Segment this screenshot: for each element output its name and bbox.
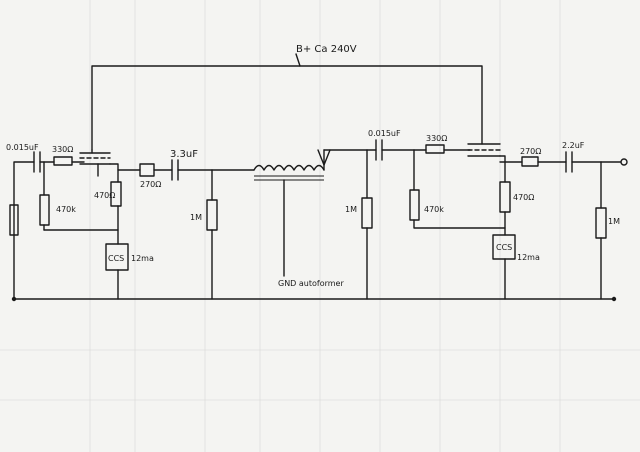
ccs2-current: 12ma (517, 253, 540, 262)
r-cath2-label: 470Ω (513, 193, 534, 202)
leak-resistor-1 (39, 194, 50, 226)
ground-rail (11, 296, 617, 302)
supply-label: B+ Ca 240V (296, 44, 357, 55)
grid-resistor-1 (53, 156, 73, 166)
r-leak2-label: 470k (424, 205, 444, 214)
r-1m-b-label: 1M (345, 205, 357, 214)
autoformer: GND autoformer (253, 149, 377, 288)
ccs-1 (105, 243, 129, 271)
ccs2-label: CCS (496, 243, 512, 252)
ccs1-current: 12ma (131, 254, 154, 263)
r-1m-out-label: 1M (608, 217, 620, 226)
cathode-resistor-2 (499, 181, 511, 213)
r-cath1-label: 470Ω (94, 191, 115, 200)
tube-1: 470Ω CCS 12ma (79, 149, 154, 300)
r-grid1-label: 330Ω (52, 145, 73, 154)
leak-resistor-2 (409, 189, 420, 221)
grid-resistor-2 (425, 144, 445, 154)
ccs1-label: CCS (108, 254, 124, 263)
input-resistor (9, 204, 19, 236)
tube-2: 470Ω CCS 12ma (467, 143, 540, 300)
resistor-1m-a (206, 199, 218, 231)
r-series1-label: 270Ω (140, 180, 161, 189)
interstage-1: 270Ω 3.3uF 1M (117, 149, 255, 300)
r-series2-label: 270Ω (520, 147, 541, 156)
r-1m-a-label: 1M (190, 213, 202, 222)
r-leak1-label: 470k (56, 205, 76, 214)
supply-rail: B+ Ca 240V (91, 44, 483, 151)
c-mid-label: 3.3uF (170, 149, 198, 160)
output-terminal (620, 158, 628, 166)
stage-2-input: 0.015uF 1M 330Ω 470k (345, 129, 506, 300)
c-couple2-label: 0.015uF (368, 129, 401, 138)
series-resistor-1 (139, 163, 155, 177)
r-grid2-label: 330Ω (426, 134, 447, 143)
output-stage: 270Ω 2.2uF 1M (499, 141, 628, 300)
series-resistor-2 (521, 156, 539, 167)
input-stage: 0.015uF 330Ω 470k (6, 143, 119, 300)
c-out-label: 2.2uF (562, 141, 585, 150)
cathode-resistor-1 (110, 181, 122, 207)
resistor-1m-out (595, 207, 607, 239)
autoformer-label: GND autoformer (278, 279, 344, 288)
resistor-1m-b (361, 197, 373, 229)
ground-dot-right (611, 296, 617, 302)
ccs-2 (492, 234, 516, 260)
c-in-label: 0.015uF (6, 143, 39, 152)
